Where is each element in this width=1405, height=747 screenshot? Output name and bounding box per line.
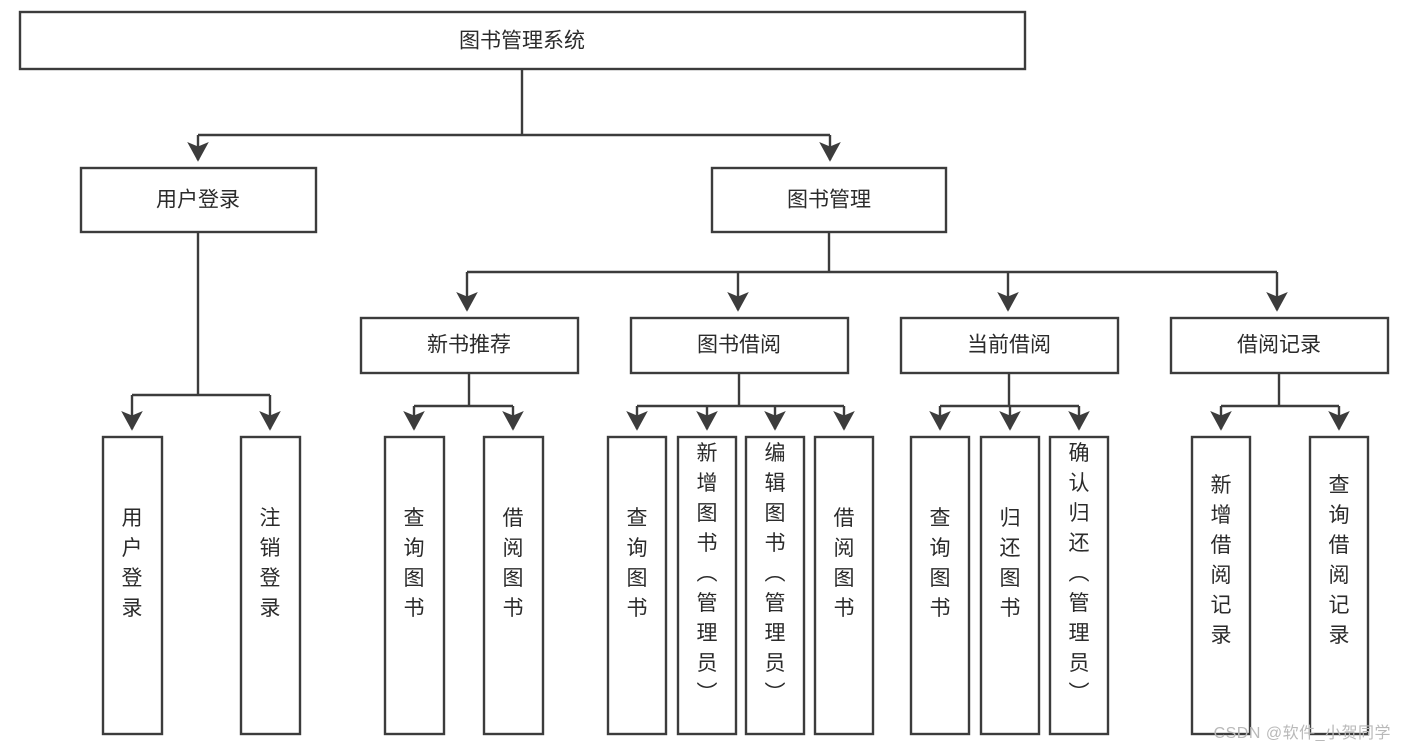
node-label-leaf-query-book-newbook: 查询图书	[404, 507, 425, 620]
node-box-leaf-user-login	[101, 435, 164, 736]
node-box-leaf-confirm-return-admin	[1048, 435, 1110, 736]
node-label-leaf-add-borrow-record: 新增借阅记录	[1211, 474, 1232, 647]
node-label-leaf-query-book-borrow: 查询图书	[627, 507, 648, 620]
node-box-leaf-borrow-book-newbook	[482, 435, 545, 736]
node-leaf-edit-book-admin[interactable]: 编辑图书︵管理员︶	[744, 435, 806, 736]
csdn-watermark: CSDN @软件_小贺同学	[1213, 725, 1391, 742]
node-label-current-borrow: 当前借阅	[967, 334, 1051, 357]
node-user-login[interactable]: 用户登录	[79, 166, 318, 234]
node-leaf-add-borrow-record[interactable]: 新增借阅记录	[1190, 435, 1252, 736]
node-label-leaf-edit-book-admin: 编辑图书︵管理员︶	[765, 442, 786, 705]
node-book-management[interactable]: 图书管理	[710, 166, 948, 234]
node-label-borrow-record: 借阅记录	[1237, 334, 1321, 357]
node-label-leaf-query-book-current: 查询图书	[930, 507, 951, 620]
node-new-book-recommend[interactable]: 新书推荐	[359, 316, 580, 375]
node-borrow-record[interactable]: 借阅记录	[1169, 316, 1390, 375]
node-leaf-query-borrow-record[interactable]: 查询借阅记录	[1308, 435, 1370, 736]
node-box-leaf-add-book-admin	[676, 435, 738, 736]
node-box-leaf-logout	[239, 435, 302, 736]
connector-layer	[121, 69, 1350, 431]
node-current-borrow[interactable]: 当前借阅	[899, 316, 1120, 375]
node-box-leaf-edit-book-admin	[744, 435, 806, 736]
node-label-new-book-recommend: 新书推荐	[427, 334, 511, 357]
node-box-leaf-return-book	[979, 435, 1041, 736]
node-leaf-borrow-book-newbook[interactable]: 借阅图书	[482, 435, 545, 736]
node-box-leaf-query-book-borrow	[606, 435, 668, 736]
node-box-leaf-add-borrow-record	[1190, 435, 1252, 736]
node-label-leaf-add-book-admin: 新增图书︵管理员︶	[697, 442, 718, 705]
node-box-leaf-query-borrow-record	[1308, 435, 1370, 736]
node-label-leaf-confirm-return-admin: 确认归还︵管理员︶	[1069, 442, 1090, 705]
node-leaf-add-book-admin[interactable]: 新增图书︵管理员︶	[676, 435, 738, 736]
node-label-leaf-borrow-book-newbook: 借阅图书	[503, 507, 524, 620]
node-label-leaf-return-book: 归还图书	[1000, 507, 1021, 620]
node-box-new-book-recommend	[359, 316, 580, 375]
node-book-borrow[interactable]: 图书借阅	[629, 316, 850, 375]
node-leaf-query-book-newbook[interactable]: 查询图书	[383, 435, 446, 736]
node-leaf-user-login[interactable]: 用户登录	[101, 435, 164, 736]
node-label-user-login: 用户登录	[156, 189, 240, 212]
node-leaf-query-book-current[interactable]: 查询图书	[909, 435, 971, 736]
node-box-root	[18, 10, 1027, 71]
node-leaf-confirm-return-admin[interactable]: 确认归还︵管理员︶	[1048, 435, 1110, 736]
node-box-book-management	[710, 166, 948, 234]
node-label-book-management: 图书管理	[787, 189, 871, 212]
node-label-leaf-borrow-book: 借阅图书	[834, 507, 855, 620]
node-label-root: 图书管理系统	[459, 30, 585, 53]
node-label-book-borrow: 图书借阅	[697, 334, 781, 357]
node-leaf-query-book-borrow[interactable]: 查询图书	[606, 435, 668, 736]
node-box-current-borrow	[899, 316, 1120, 375]
node-leaf-borrow-book[interactable]: 借阅图书	[813, 435, 875, 736]
node-label-leaf-query-borrow-record: 查询借阅记录	[1329, 474, 1350, 647]
node-box-user-login	[79, 166, 318, 234]
node-box-leaf-borrow-book	[813, 435, 875, 736]
node-system-root[interactable]: 图书管理系统	[18, 10, 1027, 71]
node-leaf-return-book[interactable]: 归还图书	[979, 435, 1041, 736]
node-box-book-borrow	[629, 316, 850, 375]
node-box-leaf-query-book-current	[909, 435, 971, 736]
node-label-leaf-user-login: 用户登录	[122, 507, 143, 620]
node-label-leaf-logout: 注销登录	[260, 507, 281, 620]
node-box-leaf-query-book-newbook	[383, 435, 446, 736]
node-leaf-logout[interactable]: 注销登录	[239, 435, 302, 736]
node-box-borrow-record	[1169, 316, 1390, 375]
